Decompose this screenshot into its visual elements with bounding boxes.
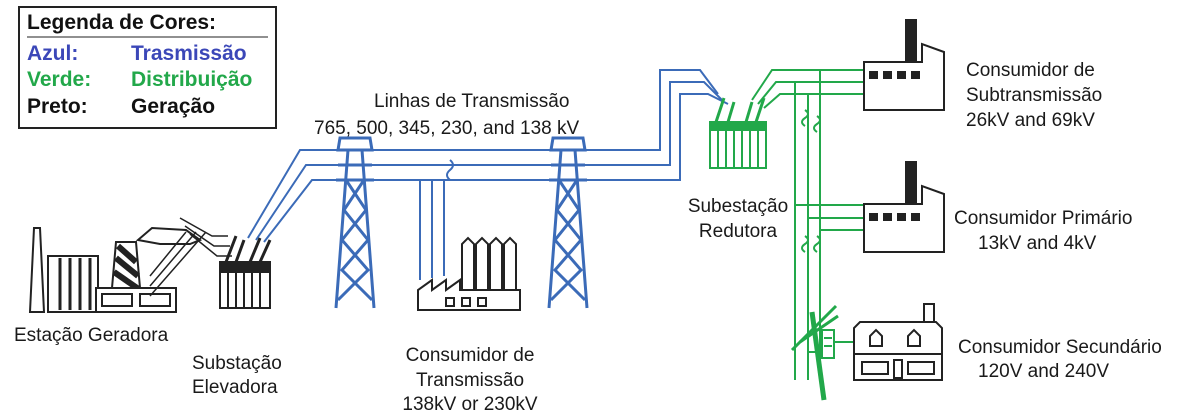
diagram-labels: Estação Geradora Substação Elevadora Lin… — [14, 60, 1162, 413]
label-step-down-line1: Subestação — [688, 196, 788, 217]
legend-key-black: Preto: — [27, 95, 88, 118]
label-primary-line2: 13kV and 4kV — [978, 233, 1097, 254]
transmission-lines — [247, 69, 729, 243]
legend-value-blue: Trasmissão — [131, 42, 247, 65]
label-lines-title: Linhas de Transmissão — [374, 91, 569, 112]
legend-key-green: Verde: — [27, 68, 91, 91]
label-generating-station: Estação Geradora — [14, 325, 169, 346]
label-secondary-line2: 120V and 240V — [978, 361, 1109, 382]
transmission-tower-1-icon — [334, 136, 376, 309]
transmission-customer-factory-icon — [417, 236, 521, 311]
label-subtrans-line1: Consumidor de — [966, 60, 1095, 81]
distribution-lines — [751, 69, 866, 380]
transmission-tower-2-icon — [547, 136, 589, 309]
label-trans-customer-line3: 138kV or 230kV — [402, 394, 538, 413]
label-primary-line1: Consumidor Primário — [954, 208, 1132, 229]
step-down-transformer-icon — [709, 97, 767, 169]
label-lines-voltages: 765, 500, 345, 230, and 138 kV — [314, 118, 579, 139]
distribution-pole-icon — [790, 304, 839, 401]
label-subtrans-line3: 26kV and 69kV — [966, 110, 1095, 131]
secondary-customer-house-icon — [853, 303, 943, 381]
label-subtrans-line2: Subtransmissão — [966, 85, 1102, 106]
transmission-customer-lines — [419, 159, 454, 280]
label-trans-customer-line1: Consumidor de — [406, 345, 535, 366]
legend-title: Legenda de Cores: — [27, 11, 216, 34]
label-trans-customer-line2: Transmissão — [416, 370, 524, 391]
legend-value-green: Distribuição — [131, 68, 252, 91]
label-step-up-line2: Elevadora — [192, 377, 278, 398]
distribution-crossings — [801, 109, 821, 253]
step-up-transformer-icon — [219, 235, 272, 309]
color-legend: Legenda de Cores: Azul: Trasmissão Verde… — [18, 6, 277, 129]
legend-key-blue: Azul: — [27, 42, 78, 65]
label-step-up-line1: Substação — [192, 353, 282, 374]
subtransmission-customer-factory-icon — [863, 19, 945, 111]
label-step-down-line2: Redutora — [699, 221, 778, 242]
generating-station-icon — [28, 226, 207, 313]
primary-customer-factory-icon — [863, 161, 945, 253]
legend-value-black: Geração — [131, 95, 215, 118]
label-secondary-line1: Consumidor Secundário — [958, 337, 1162, 358]
